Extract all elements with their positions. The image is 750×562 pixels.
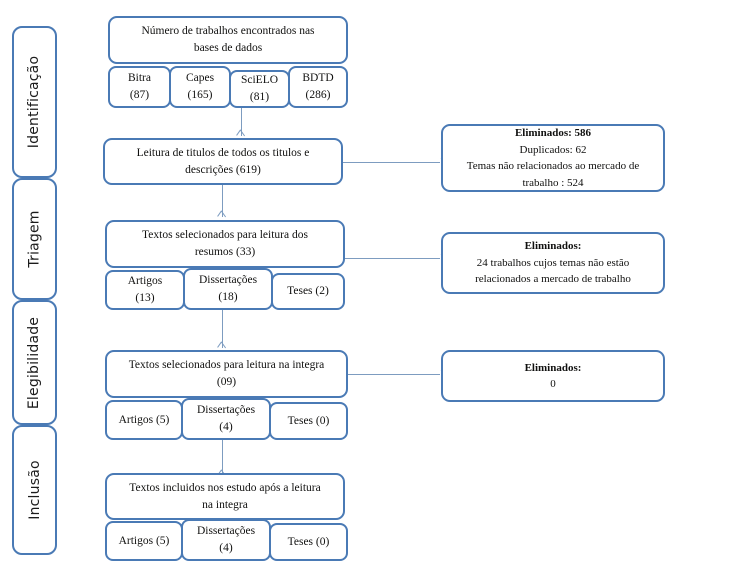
type-box-dissertacoes-abstracts-text: Dissertações (18): [198, 274, 258, 303]
stage-triagem: Triagem: [12, 178, 57, 300]
box-abstracts-selected: Textos selecionados para leitura dos res…: [105, 220, 345, 268]
box-excluded-titles-heading: Eliminados: 586: [514, 127, 592, 139]
stage-identificacao: Identificação: [12, 26, 57, 178]
connector-identification-to-screening: [241, 108, 242, 136]
box-excluded-titles-line-2: Temas não relacionados ao mercado de: [466, 160, 640, 172]
box-abstracts-selected-text: Textos selecionados para leitura dos res…: [142, 229, 308, 258]
source-box-bdtd-text: BDTD (286): [302, 72, 334, 101]
connector-titles-to-abstracts: [222, 185, 223, 217]
type-box-artigos-fulltext: Artigos (5): [105, 400, 183, 440]
box-excluded-abstracts: Eliminados: 24 trabalhos cujos temas não…: [441, 232, 665, 294]
box-fulltext-selected-text: Textos selecionados para leitura na inte…: [128, 359, 325, 388]
stage-label-identificacao: Identificação: [26, 55, 43, 149]
box-excluded-abstracts-line-2: relacionados a mercado de trabalho: [475, 273, 631, 286]
box-studies-included: Textos incluidos nos estudo após a leitu…: [105, 473, 345, 520]
type-box-teses-abstracts: Teses (2): [271, 273, 345, 310]
source-box-bdtd: BDTD (286): [288, 66, 348, 108]
type-box-artigos-abstracts-text: Artigos (13): [127, 275, 163, 304]
connector-abstracts-to-fulltext: [222, 310, 223, 348]
type-box-artigos-included: Artigos (5): [105, 521, 183, 561]
box-records-identified: Número de trabalhos encontrados nas base…: [108, 16, 348, 64]
type-box-artigos-included-text: Artigos (5): [118, 534, 170, 547]
source-box-bitra-text: Bitra (87): [128, 72, 151, 101]
box-excluded-fulltext-heading: Eliminados:: [524, 361, 582, 374]
box-titles-screened-text: Leitura de titulos de todos os titulos e…: [136, 146, 310, 176]
connector-abstracts-to-excluded: [345, 258, 440, 259]
type-box-teses-included-text: Teses (0): [287, 535, 330, 548]
type-box-dissertacoes-fulltext-text: Dissertações (4): [196, 404, 256, 433]
stage-label-inclusao: Inclusão: [26, 460, 43, 520]
source-box-capes: Capes (165): [169, 66, 231, 108]
connector-fulltext-to-included: [222, 440, 223, 476]
source-box-scielo-text: SciELO (81): [240, 74, 279, 103]
box-records-identified-text: Número de trabalhos encontrados nas base…: [141, 25, 315, 54]
type-box-dissertacoes-included-text: Dissertações (4): [196, 525, 256, 554]
stage-label-elegibilidade: Elegibilidade: [26, 316, 43, 409]
box-excluded-titles-line-3: trabalho : 524: [522, 176, 584, 189]
type-box-teses-fulltext-text: Teses (0): [287, 414, 330, 427]
box-titles-screened: Leitura de titulos de todos os titulos e…: [103, 138, 343, 185]
box-studies-included-text: Textos incluidos nos estudo após a leitu…: [129, 481, 321, 511]
type-box-teses-abstracts-text: Teses (2): [287, 285, 329, 298]
box-excluded-fulltext: Eliminados: 0: [441, 350, 665, 402]
stage-label-triagem: Triagem: [26, 210, 43, 268]
connector-fulltext-to-excluded: [348, 374, 440, 375]
type-box-teses-included: Teses (0): [269, 523, 348, 561]
type-box-dissertacoes-abstracts: Dissertações (18): [183, 268, 273, 310]
type-box-artigos-fulltext-text: Artigos (5): [118, 413, 170, 426]
box-excluded-abstracts-line-1: 24 trabalhos cujos temas não estão: [476, 256, 630, 269]
type-box-dissertacoes-included: Dissertações (4): [181, 519, 271, 561]
type-box-artigos-abstracts: Artigos (13): [105, 270, 185, 310]
connector-titles-to-excluded: [343, 162, 440, 163]
stage-elegibilidade: Elegibilidade: [12, 300, 57, 425]
box-excluded-fulltext-line-1: 0: [550, 378, 556, 390]
box-excluded-titles: Eliminados: 586 Duplicados: 62 Temas não…: [441, 124, 665, 192]
stage-inclusao: Inclusão: [12, 425, 57, 555]
type-box-dissertacoes-fulltext: Dissertações (4): [181, 398, 271, 440]
source-box-bitra: Bitra (87): [108, 66, 171, 108]
source-box-capes-text: Capes (165): [185, 72, 215, 101]
box-excluded-abstracts-heading: Eliminados:: [524, 240, 582, 253]
box-excluded-titles-line-1: Duplicados: 62: [519, 143, 587, 156]
source-box-scielo: SciELO (81): [229, 70, 290, 108]
box-fulltext-selected: Textos selecionados para leitura na inte…: [105, 350, 348, 398]
type-box-teses-fulltext: Teses (0): [269, 402, 348, 440]
